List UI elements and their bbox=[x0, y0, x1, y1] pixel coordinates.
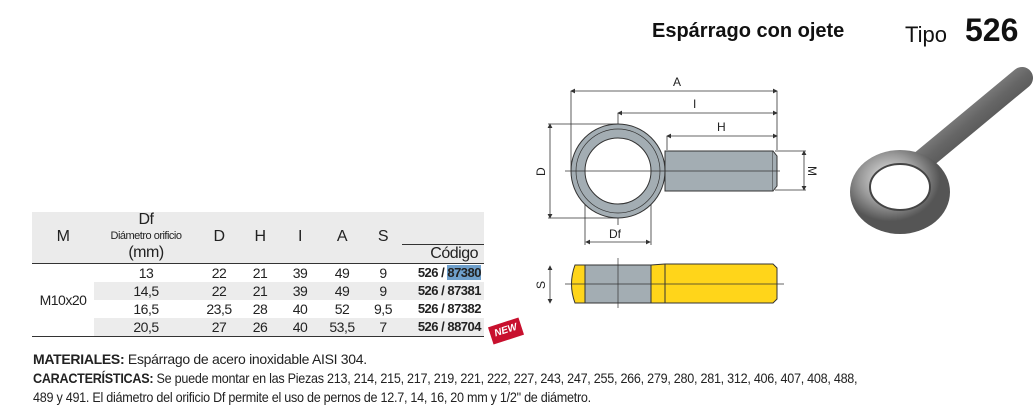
header-df-label: Df bbox=[138, 212, 155, 228]
cell-d: 23,5 bbox=[206, 300, 232, 317]
cell-h: 21 bbox=[240, 281, 280, 300]
tipo-number: 526 bbox=[965, 12, 1019, 48]
technical-drawing: A I H Df D M S bbox=[534, 67, 1033, 308]
code-prefix: 526 / bbox=[417, 318, 448, 334]
materiales-line: MATERIALES: Espárrago de acero inoxidabl… bbox=[33, 350, 1033, 369]
cell-d: 22 bbox=[198, 281, 240, 300]
cell-df: 14,5 bbox=[94, 281, 198, 300]
header-i: I bbox=[280, 212, 320, 263]
code-number[interactable]: 87380 bbox=[447, 264, 481, 280]
tipo-label: Tipo bbox=[905, 22, 947, 47]
cell-s: 9 bbox=[364, 281, 402, 300]
cell-df: 16,5 bbox=[133, 300, 159, 317]
cell-code: 526 / 87381 bbox=[402, 281, 484, 300]
header-a: A bbox=[320, 212, 364, 263]
cell-a: 52 bbox=[334, 300, 350, 317]
dim-h: H bbox=[717, 120, 726, 134]
header-blank bbox=[402, 212, 484, 245]
notes: MATERIALES: Espárrago de acero inoxidabl… bbox=[33, 350, 1033, 407]
caracteristicas-label: CARACTERÍSTICAS: bbox=[33, 370, 154, 386]
code-number: 88704 bbox=[447, 318, 481, 334]
cell-a: 53,5 bbox=[320, 317, 364, 336]
cell-h: 26 bbox=[240, 317, 280, 336]
eye-bolt-side-view bbox=[565, 258, 784, 308]
header-m: M bbox=[32, 212, 94, 263]
cell-h: 21 bbox=[252, 264, 268, 281]
header-h: H bbox=[240, 212, 280, 263]
code-prefix: 526 / bbox=[417, 282, 448, 298]
header-s: S bbox=[364, 212, 402, 263]
code-prefix: 526 / bbox=[417, 300, 448, 316]
cell-a: 49 bbox=[334, 264, 350, 281]
materiales-text: Espárrago de acero inoxidable AISI 304. bbox=[124, 351, 367, 367]
cell-d: 22 bbox=[211, 264, 227, 281]
cell-s: 9 bbox=[379, 264, 387, 281]
cell-a: 49 bbox=[320, 281, 364, 300]
dim-s: S bbox=[534, 281, 548, 289]
dim-m: M bbox=[805, 166, 819, 176]
header-df-sub: Diámetro orificio bbox=[110, 230, 182, 242]
group-m: M10x20 bbox=[39, 291, 87, 308]
cell-code: 526 / 87380 bbox=[402, 263, 484, 282]
cell-i: 40 bbox=[292, 300, 308, 317]
cell-h: 28 bbox=[252, 300, 268, 317]
cell-i: 40 bbox=[280, 317, 320, 336]
cell-i: 39 bbox=[292, 264, 308, 281]
table-row: 16,5 23,5 28 40 52 9,5 526 / 87382 bbox=[32, 300, 484, 318]
cell-code: 526 / 87382 bbox=[402, 300, 484, 318]
code-prefix: 526 / bbox=[417, 264, 448, 280]
dim-a: A bbox=[673, 75, 681, 89]
caracteristicas-text: Se puede montar en las Piezas 213, 214, … bbox=[153, 370, 858, 386]
cell-s: 7 bbox=[364, 317, 402, 336]
header-codigo: Código bbox=[402, 244, 484, 263]
dim-df: Df bbox=[609, 227, 622, 241]
code-number: 87381 bbox=[447, 282, 481, 298]
eye-bolt-front-view bbox=[565, 123, 780, 219]
materiales-label: MATERIALES: bbox=[33, 351, 125, 367]
dim-i: I bbox=[693, 97, 696, 111]
product-title: Espárrago con ojete bbox=[652, 20, 845, 42]
cell-d: 27 bbox=[198, 317, 240, 336]
code-number: 87382 bbox=[447, 300, 481, 316]
cell-s: 9,5 bbox=[374, 300, 392, 317]
cell-df: 13 bbox=[138, 264, 154, 281]
caracteristicas-text-2: 489 y 491. El diámetro del orificio Df p… bbox=[33, 389, 591, 405]
cell-df: 20,5 bbox=[94, 317, 198, 336]
eye-bolt-photo bbox=[850, 67, 1033, 234]
cell-code: 526 / 88704 bbox=[402, 317, 484, 336]
caracteristicas-line: CARACTERÍSTICAS: Se puede montar en las … bbox=[33, 369, 933, 388]
header-mm: (mm) bbox=[94, 244, 198, 263]
cell-i: 39 bbox=[280, 281, 320, 300]
header-d: D bbox=[198, 212, 240, 263]
dim-d: D bbox=[534, 167, 548, 176]
